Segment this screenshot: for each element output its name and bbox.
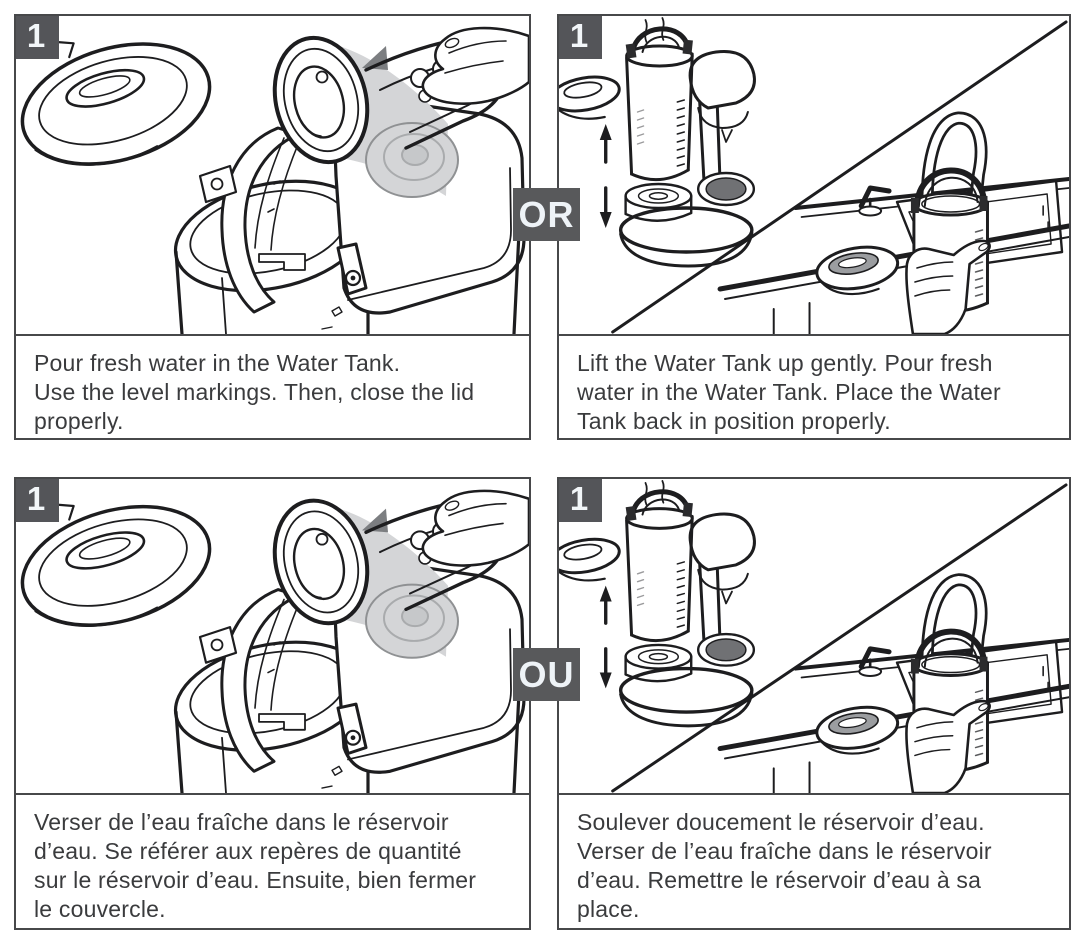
caption-en-sink: Lift the Water Tank up gently. Pour fres… [557,334,1071,440]
step-number: 1 [569,17,589,54]
caption-line: properly. [34,408,124,434]
caption-line: Verser de l’eau fraîche dans le réservoi… [577,838,992,864]
step-number: 1 [26,17,46,54]
illustration-fill-tank-at-sink [559,16,1069,334]
or-label: OR [518,193,575,235]
caption-line: Soulever doucement le réservoir d’eau. [577,809,985,835]
illustration-pour-water-into-tank [16,16,529,334]
illustration-fill-tank-at-sink [559,479,1069,793]
step-number-badge: 1 [559,479,602,522]
caption-fr-sink: Soulever doucement le réservoir d’eau. V… [557,793,1071,930]
panel-step1-pour-illustration-en: 1 [14,14,531,336]
caption-line: place. [577,896,640,922]
caption-line: Pour fresh water in the Water Tank. [34,350,401,376]
step-number: 1 [569,480,589,517]
caption-line: le couvercle. [34,896,166,922]
caption-line: water in the Water Tank. Place the Water [577,379,1001,405]
panel-step1-sink-illustration-fr: 1 [557,477,1071,795]
panel-step1-sink-illustration-en: 1 [557,14,1071,336]
caption-line: d’eau. Se référer aux repères de quantit… [34,838,462,864]
caption-line: Lift the Water Tank up gently. Pour fres… [577,350,993,376]
caption-line: sur le réservoir d’eau. Ensuite, bien fe… [34,867,477,893]
caption-line: d’eau. Remettre le réservoir d’eau à sa [577,867,982,893]
caption-en-pour: Pour fresh water in the Water Tank. Use … [14,334,531,440]
caption-line: Use the level markings. Then, close the … [34,379,475,405]
panel-step1-pour-illustration-fr: 1 [14,477,531,795]
illustration-pour-water-into-tank [16,479,529,793]
caption-line: Tank back in position properly. [577,408,891,434]
ou-connector-badge: OU [513,648,580,701]
or-connector-badge: OR [513,188,580,241]
step-number-badge: 1 [16,479,59,522]
caption-fr-pour: Verser de l’eau fraîche dans le réservoi… [14,793,531,930]
step-number: 1 [26,480,46,517]
step-number-badge: 1 [559,16,602,59]
step-number-badge: 1 [16,16,59,59]
ou-label: OU [518,653,575,695]
caption-line: Verser de l’eau fraîche dans le réservoi… [34,809,449,835]
